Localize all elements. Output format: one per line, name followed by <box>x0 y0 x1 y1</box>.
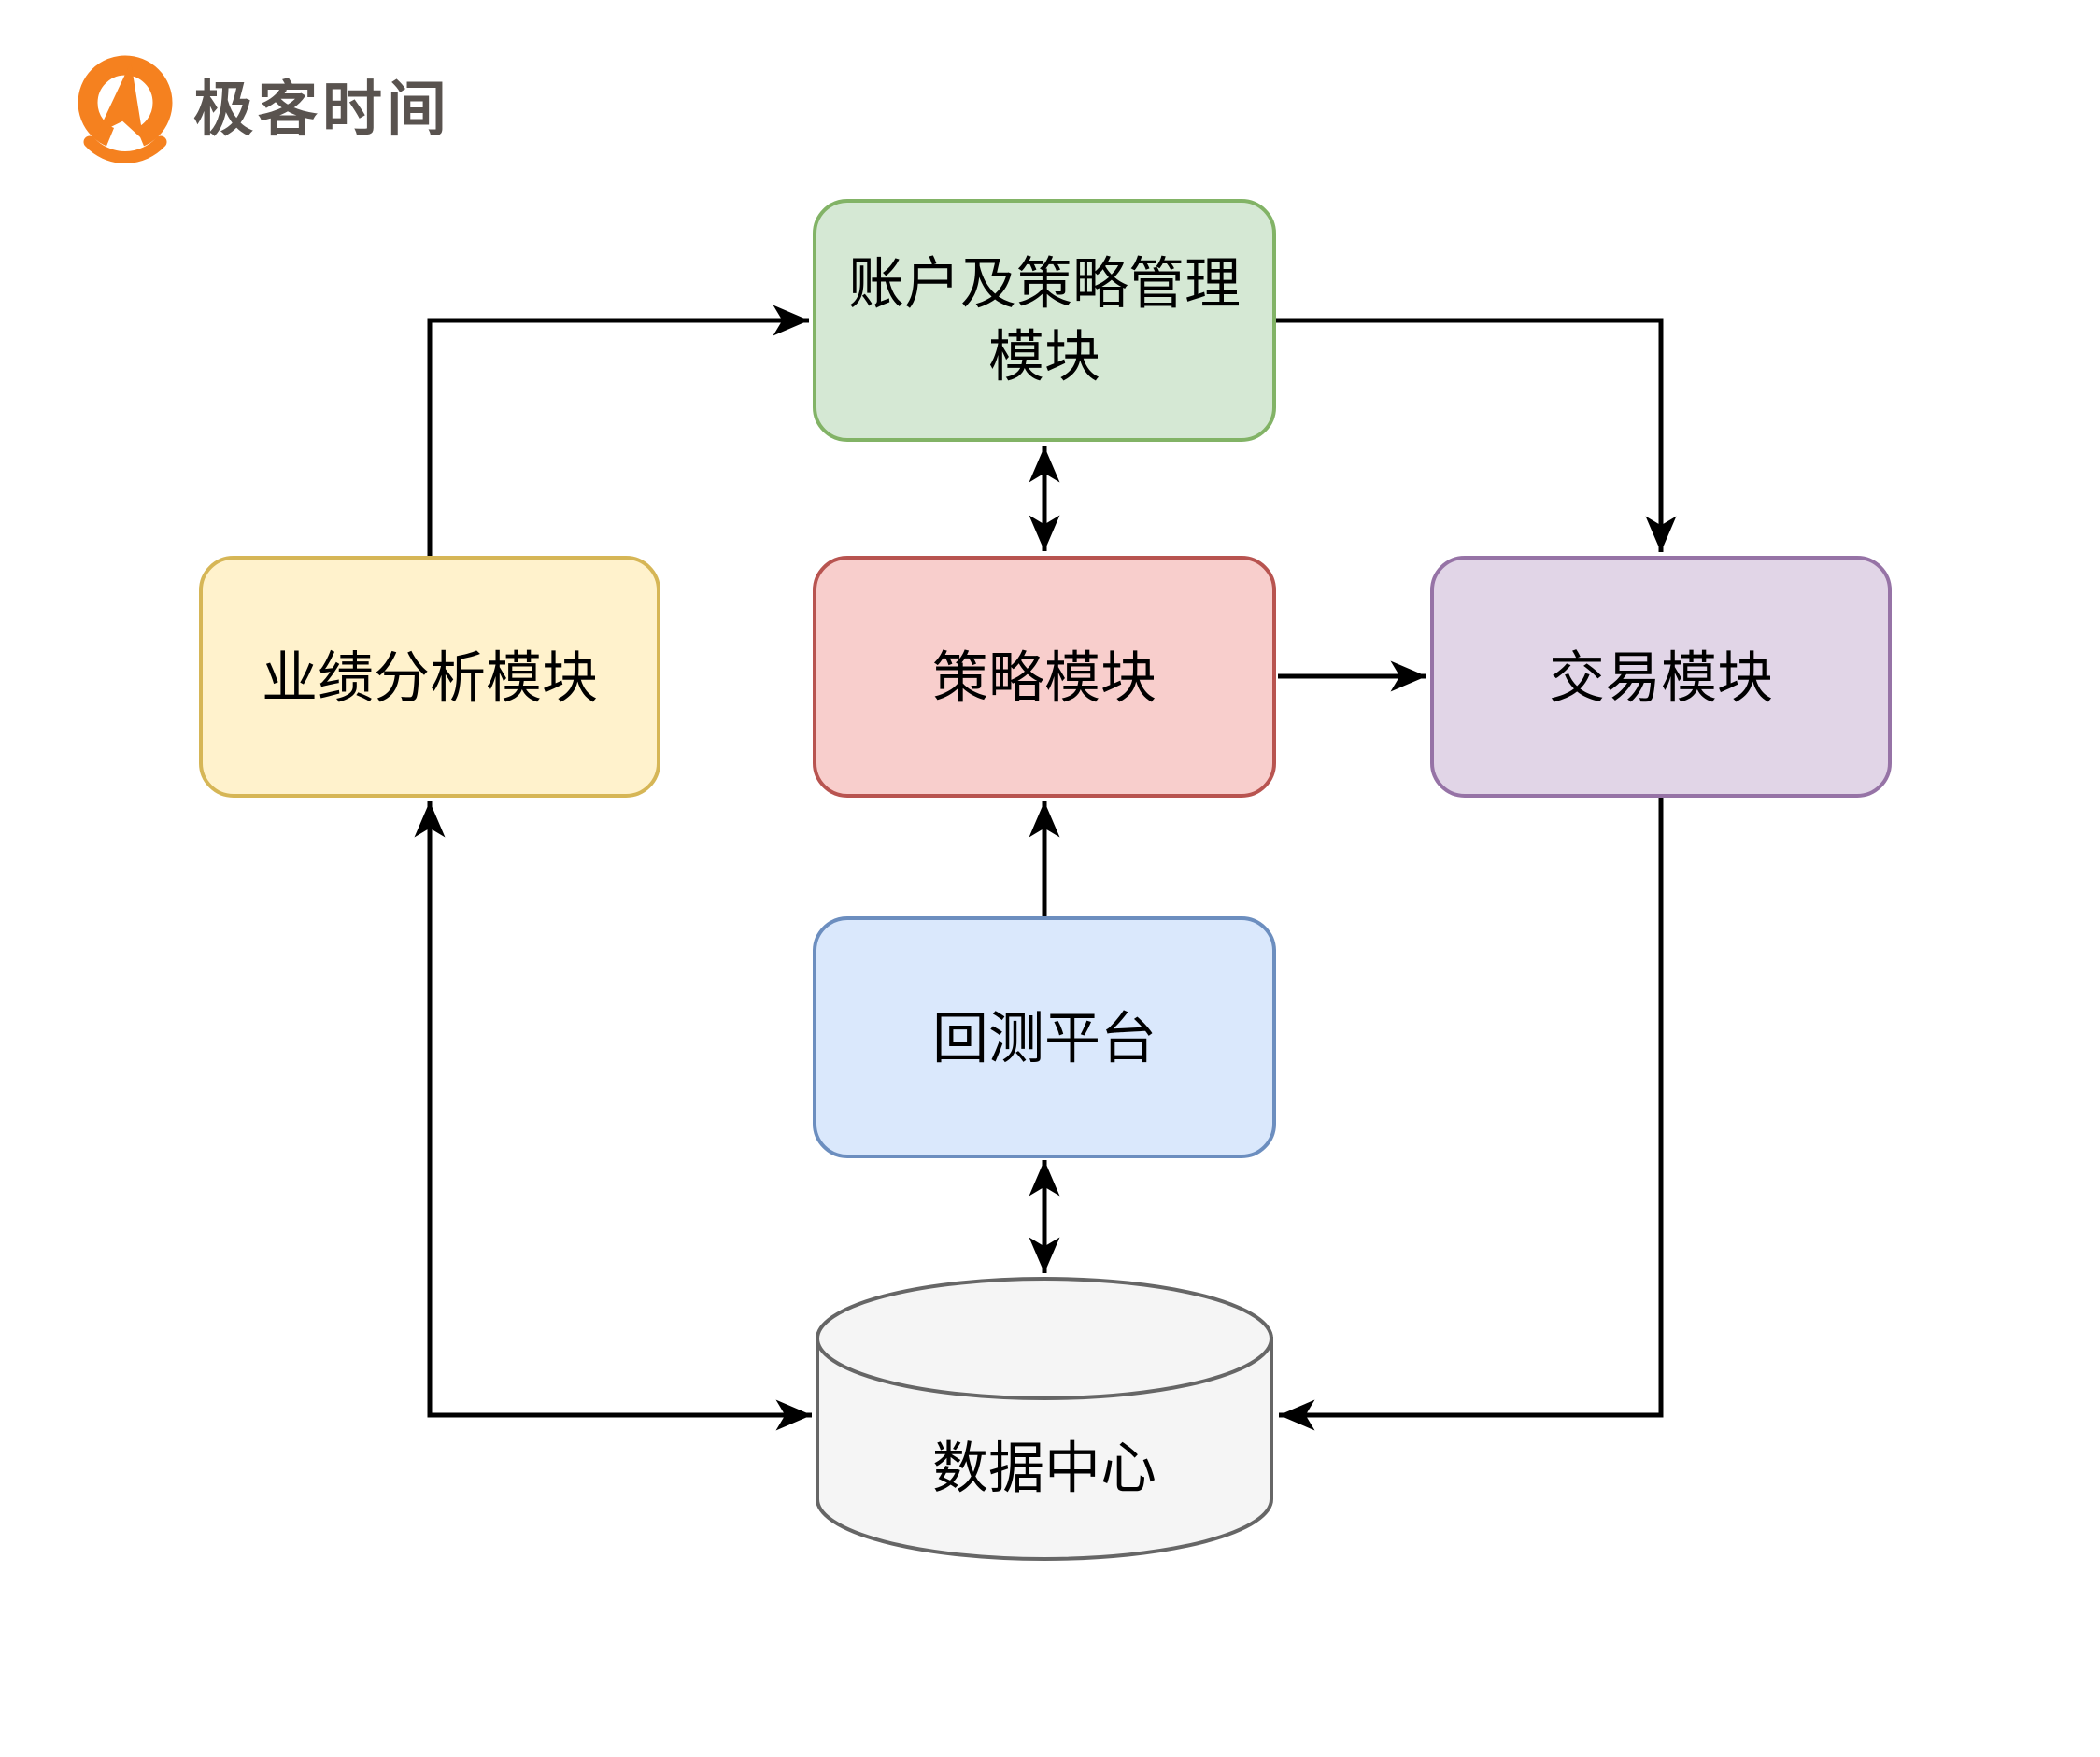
logo-arrow <box>97 62 144 141</box>
node-trading: 交易模块 <box>1430 556 1892 798</box>
datacenter-cylinder-body <box>816 1337 1273 1561</box>
trading-label: 交易模块 <box>1549 647 1773 710</box>
trading-box <box>1430 556 1892 798</box>
edge-performance-to-account <box>427 305 809 556</box>
strategy-box <box>813 556 1276 798</box>
node-backtest: 回测平台 <box>813 916 1276 1158</box>
datacenter-label: 数据中心 <box>932 1438 1156 1500</box>
edges-layer <box>414 305 1677 1431</box>
geektime-logo: 极客时间 <box>78 55 451 163</box>
datacenter-cylinder-top <box>816 1277 1273 1400</box>
edge-account-to-trading <box>1274 318 1677 552</box>
node-strategy: 策略模块 <box>813 556 1276 798</box>
backtest-label: 回测平台 <box>932 1008 1156 1070</box>
strategy-label: 策略模块 <box>932 647 1156 710</box>
logo-smile <box>83 135 167 163</box>
account-management-box <box>813 199 1276 442</box>
node-account-management: 账户及策略管理 模块 <box>813 199 1276 442</box>
performance-analysis-box <box>199 556 660 798</box>
node-datacenter: 数据中心 <box>816 1277 1273 1561</box>
account-management-label-line2: 模块 <box>988 326 1100 389</box>
performance-analysis-label: 业绩分析模块 <box>262 647 598 710</box>
logo-ring-gap <box>103 101 148 155</box>
account-management-label-line1: 账户及策略管理 <box>848 253 1241 316</box>
node-performance-analysis: 业绩分析模块 <box>199 556 660 798</box>
edge-datacenter-performance-bidirectional <box>414 801 812 1431</box>
brand-wordmark: 极客时间 <box>193 76 451 143</box>
edge-trading-to-datacenter <box>1279 796 1664 1431</box>
backtest-box <box>813 916 1276 1158</box>
geektime-logo-icon <box>78 55 173 163</box>
